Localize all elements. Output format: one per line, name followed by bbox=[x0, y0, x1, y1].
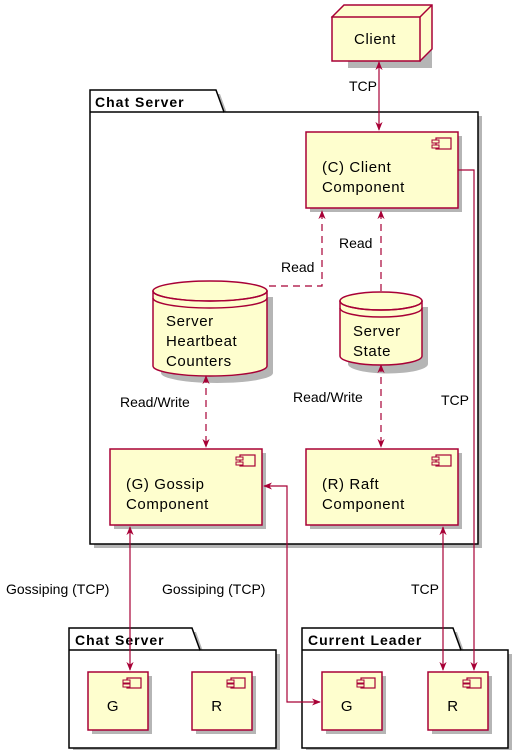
leader-r-component: R bbox=[427, 671, 492, 734]
raft-component: (R) Raft Component bbox=[305, 448, 462, 529]
component-label: R bbox=[447, 698, 458, 715]
edge-gossip-leader: Gossiping (TCP) bbox=[162, 482, 321, 706]
component-icon bbox=[431, 454, 452, 467]
database-label-line: Server bbox=[166, 313, 214, 330]
component-icon bbox=[226, 677, 246, 689]
edge-state-readwrite: Read/Write bbox=[293, 364, 385, 448]
component-icon bbox=[122, 677, 142, 689]
edge-raft-leader-tcp: TCP bbox=[411, 526, 447, 671]
component-icon bbox=[431, 137, 452, 150]
gossip-component: (G) Gossip Component bbox=[109, 448, 266, 529]
client-component: (C) Client Component bbox=[305, 131, 462, 212]
leader-g-component: G bbox=[321, 671, 386, 734]
peer-g-component: G bbox=[87, 671, 152, 734]
edge-state-read: Read bbox=[339, 210, 385, 291]
component-label-line: Component bbox=[322, 179, 405, 196]
database-label-line: State bbox=[353, 343, 391, 360]
edge-label: Gossiping (TCP) bbox=[162, 581, 265, 597]
edge-gossip-peer: Gossiping (TCP) bbox=[6, 526, 134, 671]
component-label: G bbox=[341, 698, 353, 715]
edge-label: Read bbox=[339, 235, 372, 251]
edge-heartbeat-read: Read bbox=[269, 210, 326, 287]
component-icon bbox=[356, 677, 376, 689]
component-icon bbox=[462, 677, 482, 689]
package-title: Current Leader bbox=[308, 632, 422, 648]
edge-client-tcp: TCP bbox=[349, 61, 383, 131]
package-title: Chat Server bbox=[75, 632, 165, 648]
edge-label: Read bbox=[281, 259, 314, 275]
component-label-line: (R) Raft bbox=[322, 476, 380, 493]
component-label-line: (G) Gossip bbox=[126, 476, 205, 493]
edge-label: TCP bbox=[441, 392, 469, 408]
client-label: Client bbox=[354, 31, 396, 48]
edge-client-leader-tcp: TCP bbox=[441, 169, 478, 671]
package-title: Chat Server bbox=[95, 94, 185, 110]
client-node: Client bbox=[330, 4, 433, 68]
component-label-line: (C) Client bbox=[322, 159, 392, 176]
edge-label: Read/Write bbox=[120, 394, 190, 410]
edge-label: Gossiping (TCP) bbox=[6, 581, 109, 597]
component-label-line: Component bbox=[126, 496, 209, 513]
edge-heartbeat-readwrite: Read/Write bbox=[120, 375, 210, 448]
component-label: G bbox=[107, 698, 119, 715]
component-label-line: Component bbox=[322, 496, 405, 513]
edge-label: TCP bbox=[349, 78, 377, 94]
edge-label: TCP bbox=[411, 581, 439, 597]
edge-label: Read/Write bbox=[293, 389, 363, 405]
server-state-database: Server State bbox=[339, 291, 428, 374]
heartbeat-database: Server Heartbeat Counters bbox=[152, 280, 273, 383]
component-icon bbox=[235, 454, 256, 467]
database-label-line: Counters bbox=[166, 353, 232, 370]
database-label-line: Heartbeat bbox=[166, 333, 238, 350]
peer-r-component: R bbox=[191, 671, 256, 734]
database-label-line: Server bbox=[353, 323, 401, 340]
component-label: R bbox=[211, 698, 222, 715]
